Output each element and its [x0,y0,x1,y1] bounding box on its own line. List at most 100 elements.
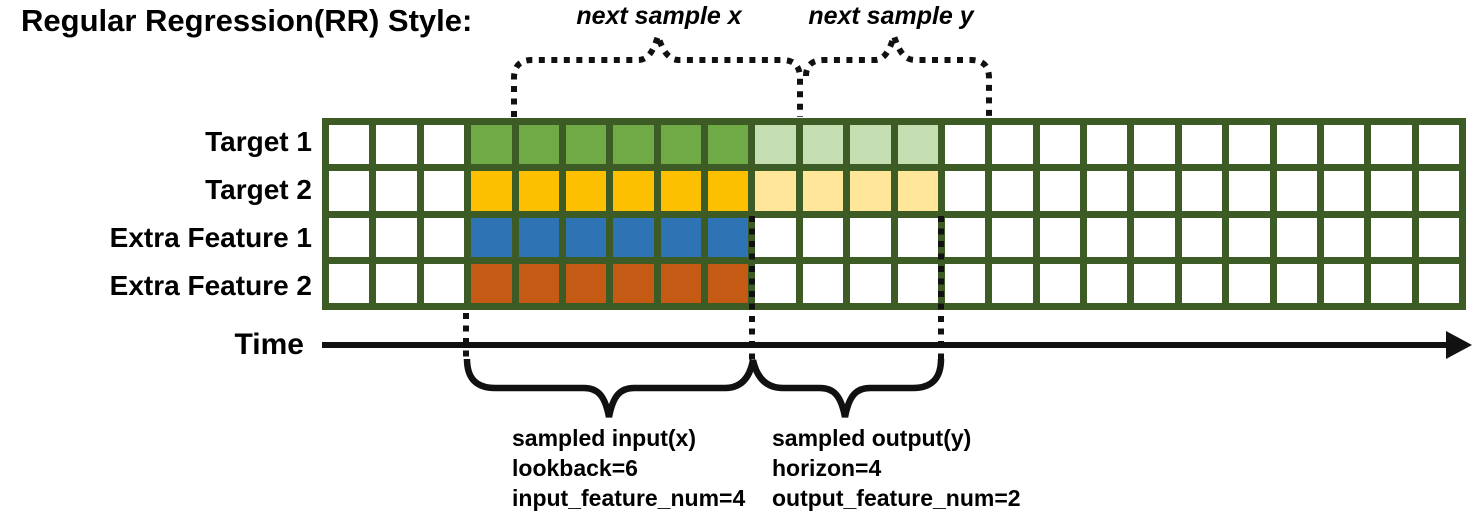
grid-cell [1229,171,1270,211]
grid-cell [376,217,417,257]
grid-cell [897,217,938,257]
next-sample-y-brace [803,25,992,117]
grid-cell [1134,263,1175,303]
grid-cell [1229,263,1270,303]
grid-cell [376,263,417,303]
grid-cell [471,217,512,257]
grid-cell [660,171,701,211]
grid-cell [1181,263,1223,303]
grid-cell [1087,171,1128,211]
grid-cell [329,125,370,165]
grid-cell [944,171,986,211]
grid-cell [471,263,512,303]
grid-cell [1087,263,1128,303]
row-label-target-1: Target 1 [205,126,312,157]
grid-cell [329,263,370,303]
grid-cell [1039,217,1080,257]
grid-cell [1323,217,1365,257]
grid-cell [944,217,986,257]
grid-cell [1323,263,1365,303]
grid-cell [565,125,607,165]
grid-cell [1039,125,1080,165]
grid-cell [1039,171,1080,211]
grid-cell [944,125,986,165]
grid-cell [1087,125,1128,165]
grid-cell [1276,217,1317,257]
grid-cell [376,125,417,165]
time-axis-label: Time [234,328,304,361]
diagram-title: Regular Regression(RR) Style: [21,3,473,38]
grid-cell [565,171,607,211]
grid-cell [755,217,796,257]
output-feature-num-value: output_feature_num=2 [772,485,1021,511]
sampled-output-caption: sampled output(y) horizon=4 output_featu… [772,423,1021,513]
grid-cell [1181,171,1223,211]
grid-cell [850,263,891,303]
grid-cell [1323,125,1365,165]
grid-cell [992,125,1033,165]
grid-cell [802,263,844,303]
grid-cell [423,171,465,211]
grid-cell [660,217,701,257]
input-feature-num-value: input_feature_num=4 [512,485,746,511]
grid-cell [850,171,891,211]
grid-cell [1134,217,1175,257]
row-label-target-2: Target 2 [205,174,312,205]
lookback-value: lookback=6 [512,455,638,481]
grid-cell [423,217,465,257]
next-sample-y-label: next sample y [808,2,974,30]
grid-cell [1134,125,1175,165]
grid-cell [1323,171,1365,211]
grid-cell [944,263,986,303]
time-axis-arrowhead [1446,331,1472,359]
grid-cell [755,263,796,303]
grid-cell [1371,263,1412,303]
grid-cell [1087,217,1128,257]
grid-cell [423,263,465,303]
grid-cell [992,217,1033,257]
grid-cell [1276,263,1317,303]
grid-cell [897,263,938,303]
grid-cell [1418,125,1459,165]
horizon-value: horizon=4 [772,455,882,481]
grid-cell [802,171,844,211]
grid-cell [850,125,891,165]
grid-cell [992,171,1033,211]
grid-cell [1418,217,1459,257]
grid-cell [565,217,607,257]
grid-cell [1229,217,1270,257]
grid-cell [471,171,512,211]
grid-cell [518,171,559,211]
grid-cell [897,125,938,165]
row-label-extra-feature-1: Extra Feature 1 [109,222,312,253]
grid-cell [708,171,749,211]
grid-cell [660,263,701,303]
sampled-output-title: sampled output(y) [772,425,972,451]
sample-grid [322,118,1466,310]
grid-cell [992,263,1033,303]
grid-cell [1181,125,1223,165]
grid-cell [802,125,844,165]
grid-cell [518,125,559,165]
grid-cell [1039,263,1080,303]
sampled-input-title: sampled input(x) [512,425,697,451]
grid-cell [802,217,844,257]
grid-cell [565,263,607,303]
grid-cell [755,125,796,165]
sampled-input-brace [463,358,757,418]
sampled-input-caption: sampled input(x) lookback=6 input_featur… [512,423,745,513]
grid-cell [708,125,749,165]
grid-cell [613,217,654,257]
grid-cell [1134,171,1175,211]
grid-cell [708,263,749,303]
grid-cell [376,171,417,211]
grid-cell [1418,263,1459,303]
grid-cell [423,125,465,165]
sampled-output-brace [749,358,945,418]
grid-cell [518,263,559,303]
grid-cell [1276,125,1317,165]
grid-cell [1371,171,1412,211]
next-sample-x-brace [511,25,803,117]
grid-cell [1418,171,1459,211]
